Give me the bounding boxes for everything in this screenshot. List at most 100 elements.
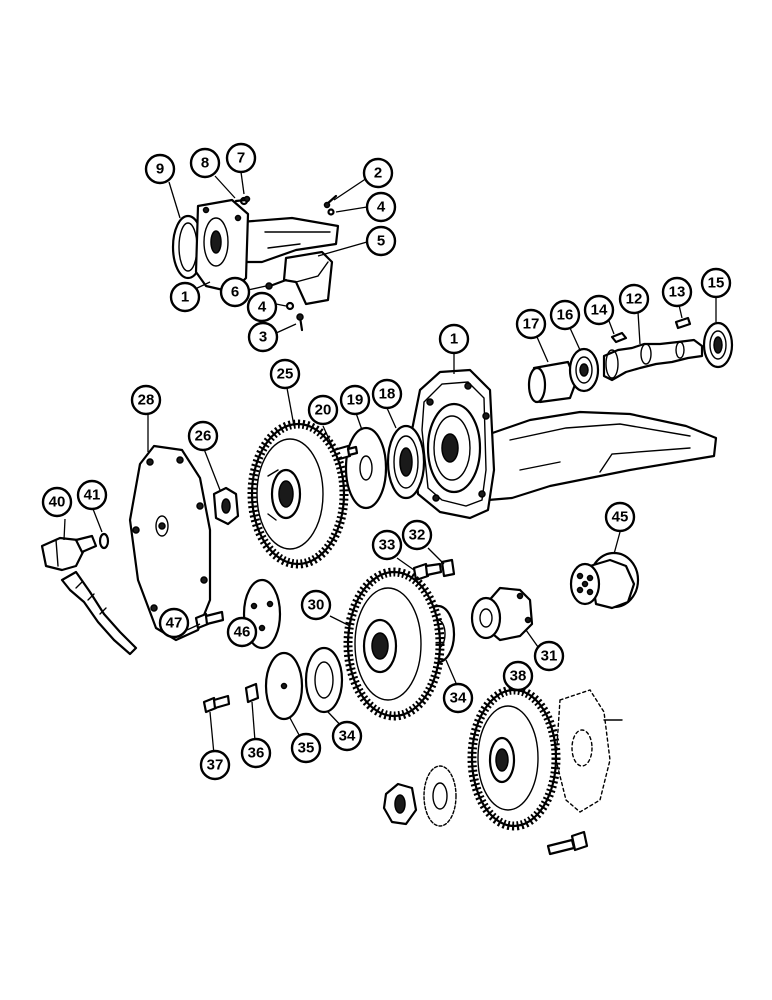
svg-text:35: 35 xyxy=(298,740,315,757)
svg-text:12: 12 xyxy=(626,291,643,308)
callout-9: 9 xyxy=(144,153,176,185)
callout-34: 34 xyxy=(331,720,363,752)
key-13 xyxy=(674,316,692,330)
callout-14: 14 xyxy=(583,294,615,326)
callout-28: 28 xyxy=(130,384,162,416)
svg-text:5: 5 xyxy=(377,233,385,250)
svg-text:17: 17 xyxy=(523,316,540,333)
mounting-bracket xyxy=(282,250,334,306)
svg-text:32: 32 xyxy=(409,527,426,544)
callout-31: 31 xyxy=(533,640,565,672)
callout-16: 16 xyxy=(549,299,581,331)
callout-6: 6 xyxy=(219,276,251,308)
elbow-fitting xyxy=(40,534,98,572)
svg-text:28: 28 xyxy=(138,392,155,409)
callout-45: 45 xyxy=(604,501,636,533)
screw-2 xyxy=(323,194,338,209)
lock-plate-32 xyxy=(440,558,456,578)
callout-3: 3 xyxy=(247,321,279,353)
pump-drive-hub xyxy=(569,551,640,610)
callout-33: 33 xyxy=(371,529,403,561)
key-14 xyxy=(610,331,628,344)
callout-5: 5 xyxy=(365,225,397,257)
bottom-bolt xyxy=(546,830,589,856)
svg-text:16: 16 xyxy=(557,307,574,324)
callout-1: 1 xyxy=(438,323,470,355)
callout-26: 26 xyxy=(187,420,219,452)
svg-text:1: 1 xyxy=(450,331,458,348)
callout-41: 41 xyxy=(76,479,108,511)
svg-text:46: 46 xyxy=(234,624,251,641)
idler-gear xyxy=(247,419,349,569)
callout-40: 40 xyxy=(41,486,73,518)
callout-46: 46 xyxy=(226,616,258,648)
callout-25: 25 xyxy=(269,358,301,390)
callout-2: 2 xyxy=(362,157,394,189)
callout-7: 7 xyxy=(225,142,257,174)
callout-18: 18 xyxy=(371,378,403,410)
sealing-washer-41 xyxy=(98,532,110,550)
bottom-nut xyxy=(382,782,418,826)
svg-text:31: 31 xyxy=(541,648,558,665)
shaft-group xyxy=(527,316,734,404)
gear-hub xyxy=(470,586,534,642)
svg-text:40: 40 xyxy=(49,494,66,511)
hose xyxy=(60,570,138,656)
washer-4b xyxy=(285,301,295,311)
main-housing xyxy=(410,368,718,520)
svg-text:4: 4 xyxy=(258,299,267,316)
svg-text:25: 25 xyxy=(277,366,294,383)
callout-8: 8 xyxy=(189,147,221,179)
svg-text:19: 19 xyxy=(347,392,364,409)
svg-text:37: 37 xyxy=(207,757,224,774)
svg-text:20: 20 xyxy=(315,402,332,419)
bolt-6 xyxy=(268,278,288,288)
svg-text:8: 8 xyxy=(201,155,209,172)
gasket-outline xyxy=(555,689,623,813)
svg-text:15: 15 xyxy=(708,275,725,292)
svg-text:34: 34 xyxy=(339,728,356,745)
thrust-washer-34b xyxy=(304,646,344,714)
svg-text:30: 30 xyxy=(308,597,325,614)
svg-text:3: 3 xyxy=(259,329,267,346)
svg-text:7: 7 xyxy=(237,150,245,167)
callout-34: 34 xyxy=(442,682,474,714)
callout-20: 20 xyxy=(307,394,339,426)
svg-text:9: 9 xyxy=(156,161,164,178)
svg-text:41: 41 xyxy=(84,487,101,504)
callout-4: 4 xyxy=(246,291,278,323)
callout-38: 38 xyxy=(502,660,534,692)
callout-15: 15 xyxy=(700,267,732,299)
callout-12: 12 xyxy=(618,283,650,315)
svg-text:4: 4 xyxy=(377,199,386,216)
callout-37: 37 xyxy=(199,749,231,781)
svg-text:2: 2 xyxy=(374,165,382,182)
callout-32: 32 xyxy=(401,519,433,551)
svg-text:18: 18 xyxy=(379,386,396,403)
svg-text:26: 26 xyxy=(195,428,212,445)
bolt-37 xyxy=(202,694,231,714)
svg-text:36: 36 xyxy=(248,745,265,762)
callout-1: 1 xyxy=(169,281,201,313)
svg-text:33: 33 xyxy=(379,537,396,554)
drive-shaft xyxy=(602,338,704,382)
svg-text:1: 1 xyxy=(181,289,189,306)
callout-47: 47 xyxy=(158,607,190,639)
svg-text:45: 45 xyxy=(612,509,629,526)
svg-text:47: 47 xyxy=(166,615,183,632)
svg-text:13: 13 xyxy=(669,284,686,301)
callout-13: 13 xyxy=(661,276,693,308)
retaining-plate-35 xyxy=(264,651,304,721)
bolt-33 xyxy=(412,562,443,582)
callout-36: 36 xyxy=(240,737,272,769)
bottom-washer xyxy=(423,765,457,827)
callout-19: 19 xyxy=(339,384,371,416)
callout-17: 17 xyxy=(515,308,547,340)
hex-nut-26 xyxy=(212,486,240,526)
housing-bearing xyxy=(386,424,426,500)
pump-drive-gear xyxy=(467,685,561,831)
callout-30: 30 xyxy=(300,589,332,621)
svg-text:34: 34 xyxy=(450,690,467,707)
washer-4 xyxy=(327,208,335,216)
